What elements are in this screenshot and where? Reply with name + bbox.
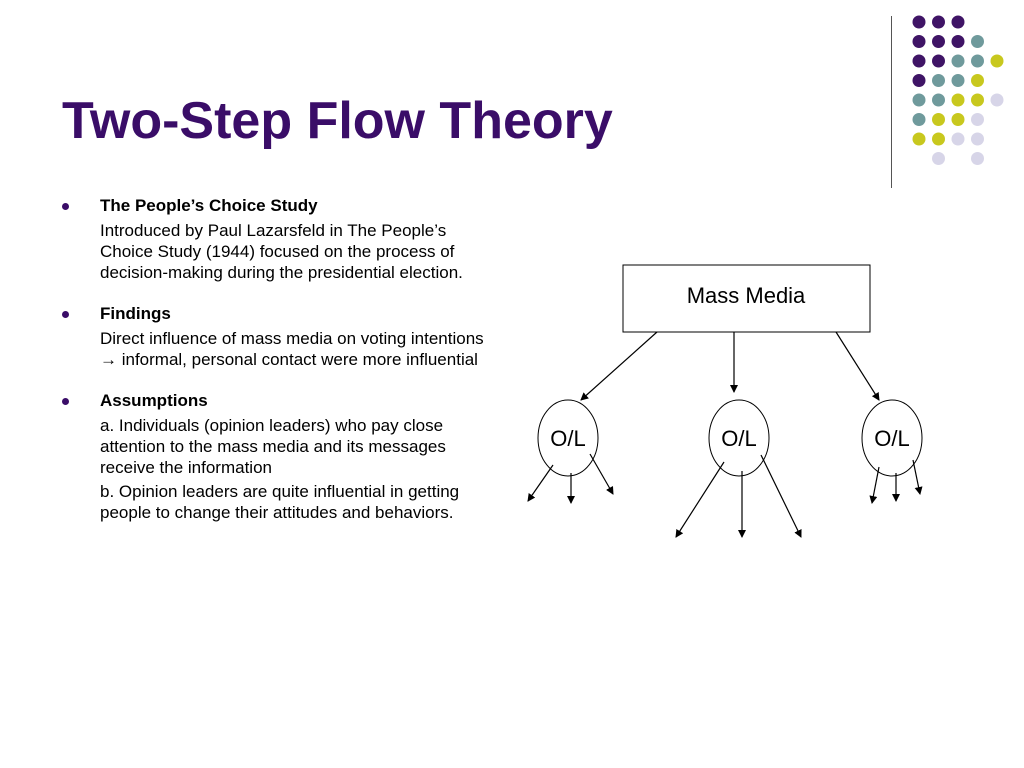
opinion-leader-node-right xyxy=(861,399,923,477)
decorative-dot xyxy=(990,54,1004,68)
bullet-list: The People’s Choice Study Introduced by … xyxy=(62,195,502,523)
arrow-left-leader-out-3 xyxy=(589,453,614,495)
arrow-media-to-leader-right xyxy=(835,331,880,401)
arrow-center-leader-out-1 xyxy=(675,461,725,538)
decorative-dot xyxy=(951,15,965,29)
decorative-dot xyxy=(932,35,945,48)
two-step-flow-diagram: Mass Media O/L O/L O/L xyxy=(527,264,923,538)
decorative-dot xyxy=(912,35,926,48)
decorative-dot xyxy=(951,54,965,68)
decorative-dot xyxy=(932,15,945,29)
arrow-left-leader-out-1 xyxy=(527,464,554,502)
opinion-leader-node-center xyxy=(708,399,770,477)
mass-media-box xyxy=(622,264,871,333)
mass-media-label: Mass Media xyxy=(687,283,806,308)
opinion-leader-label-center: O/L xyxy=(721,426,756,451)
decorative-dot xyxy=(932,132,945,146)
decorative-dot xyxy=(912,74,926,87)
decorative-dot xyxy=(912,54,926,68)
bullet-marker xyxy=(62,203,69,210)
decorative-dot xyxy=(951,35,965,48)
decorative-dot xyxy=(912,113,926,126)
bullet-marker xyxy=(62,311,69,318)
bullet-text-assumption-a: a. Individuals (opinion leaders) who pay… xyxy=(100,416,446,477)
decorative-dot xyxy=(971,132,984,146)
decorative-dot xyxy=(932,54,945,68)
decorative-dot xyxy=(932,74,945,87)
decorative-dot xyxy=(971,74,984,87)
decorative-dot xyxy=(951,74,965,87)
bullet-heading-findings: Findings xyxy=(100,304,171,323)
decorative-dot xyxy=(971,93,984,107)
opinion-leader-node-left xyxy=(537,399,599,477)
bullet-text-assumption-b: b. Opinion leaders are quite influential… xyxy=(100,482,460,522)
decorative-dot xyxy=(912,93,926,107)
opinion-leader-label-right: O/L xyxy=(874,426,909,451)
decorative-dot xyxy=(912,132,926,146)
decorative-dot xyxy=(951,93,965,107)
bullet-item-assumptions: Assumptions a. Individuals (opinion lead… xyxy=(62,390,502,523)
vertical-divider xyxy=(891,16,892,188)
decorative-dot xyxy=(951,132,965,146)
bullet-marker xyxy=(62,398,69,405)
bullet-item-peoples-choice: The People’s Choice Study Introduced by … xyxy=(62,195,502,283)
bullet-item-findings: Findings Direct influence of mass media … xyxy=(62,303,502,370)
decorative-dot xyxy=(932,152,945,165)
slide-title: Two-Step Flow Theory xyxy=(62,92,613,150)
decorative-dot xyxy=(932,93,945,107)
decorative-dot xyxy=(971,35,984,48)
bullet-text-findings: Direct influence of mass media on voting… xyxy=(100,329,484,369)
opinion-leader-label-left: O/L xyxy=(550,426,585,451)
decorative-dot xyxy=(912,15,926,29)
arrow-center-leader-out-3 xyxy=(760,454,802,538)
decorative-dot xyxy=(932,113,945,126)
bullet-heading-peoples-choice: The People’s Choice Study xyxy=(100,196,318,215)
decorative-dot xyxy=(971,54,984,68)
decorative-dot xyxy=(951,113,965,126)
bullet-heading-assumptions: Assumptions xyxy=(100,391,208,410)
decorative-dot xyxy=(971,152,984,165)
arrow-right-leader-out-1 xyxy=(869,466,880,504)
decorative-dot xyxy=(971,113,984,126)
arrow-media-to-leader-left xyxy=(580,331,658,401)
decorative-dot-grid xyxy=(912,15,1004,165)
arrow-right-leader-out-3 xyxy=(912,459,923,495)
decorative-dot xyxy=(990,93,1004,107)
bullet-text-peoples-choice: Introduced by Paul Lazarsfeld in The Peo… xyxy=(100,221,463,282)
